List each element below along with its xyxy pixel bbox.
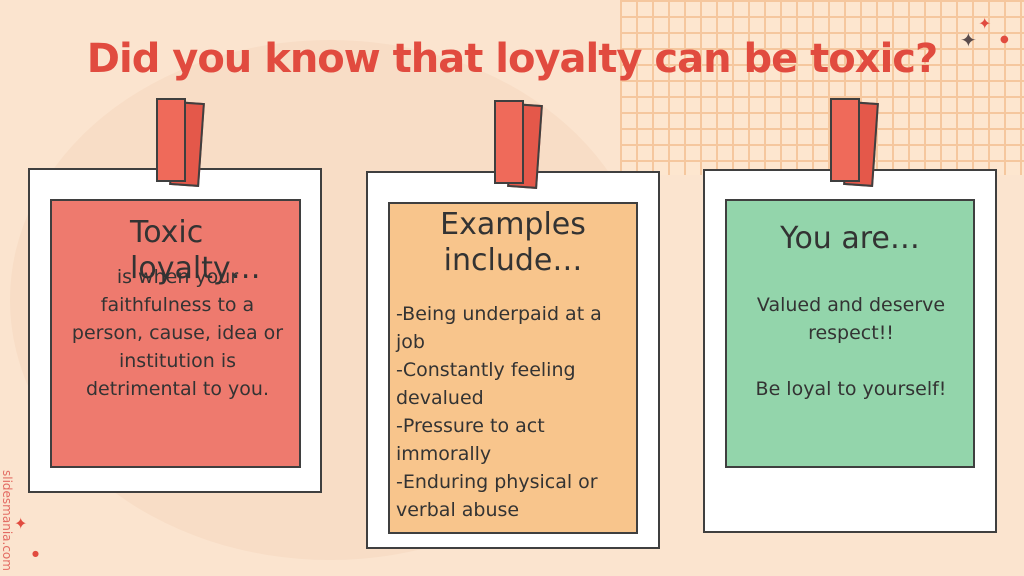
card-body: -Being underpaid at a job -Constantly fe… [396, 303, 602, 521]
tape [494, 100, 524, 184]
sparkle-icon: ✦ [14, 514, 28, 533]
dot-icon: ● [32, 549, 39, 558]
dot-icon: ● [1000, 34, 1009, 45]
background-grid [620, 0, 1024, 175]
slide-title: Did you know that loyalty can be toxic? [86, 36, 938, 82]
sparkle-icon: ✦ [978, 14, 992, 33]
tape [830, 98, 860, 182]
card-body: Valued and deserve respect!! Be loyal to… [755, 294, 947, 400]
tape [156, 98, 186, 182]
card-body: is when your faithfulness to a person, c… [71, 266, 284, 400]
watermark: slidesmania.com [0, 470, 14, 571]
card-title: You are… [780, 221, 920, 256]
card-you-are: You are… Valued and deserve respect!! Be… [725, 199, 975, 468]
sparkle-icon: ✦ [960, 28, 977, 52]
card-toxic-loyalty: Toxic loyalty… is when your faithfulness… [50, 199, 301, 468]
card-title: Toxic loyalty… [130, 215, 261, 286]
card-examples: Examples include… -Being underpaid at a … [388, 202, 638, 534]
card-title: Examples include… [440, 207, 586, 278]
